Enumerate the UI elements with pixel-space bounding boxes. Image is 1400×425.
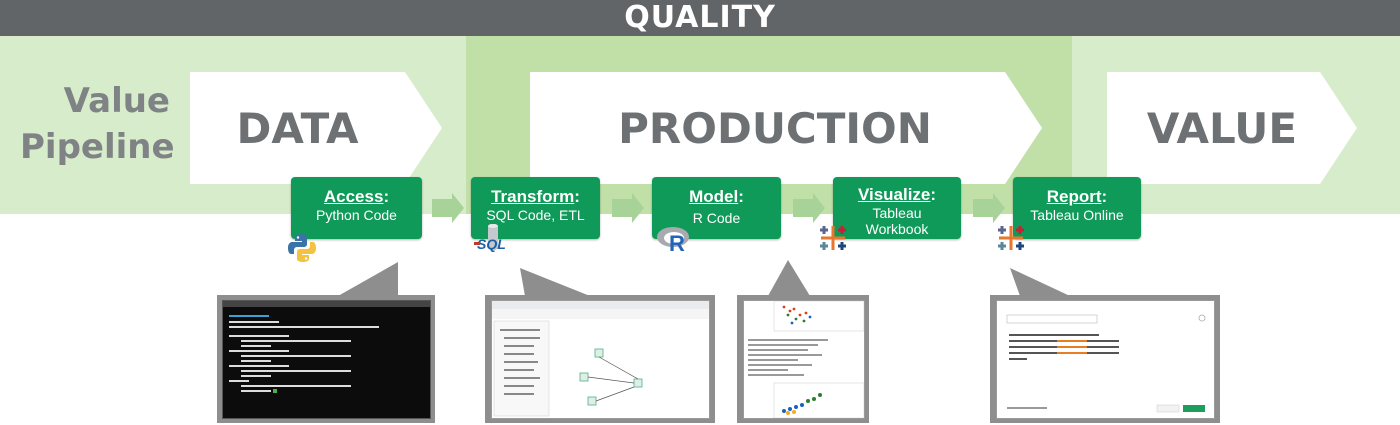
callout-pointer xyxy=(338,262,398,296)
sql-icon: SQL xyxy=(474,224,506,252)
chevron-value xyxy=(1107,72,1357,184)
step-report-title: Report xyxy=(1046,187,1102,206)
stage-label-value: VALUE xyxy=(1146,104,1298,153)
python-code-lines xyxy=(223,301,430,393)
step-model-sub: R Code xyxy=(692,210,741,226)
callout-pointer xyxy=(520,268,590,296)
step-access-title: Access xyxy=(323,187,384,206)
python-icon xyxy=(288,234,316,262)
quality-title: QUALITY xyxy=(624,0,776,35)
stage-label-data: DATA xyxy=(236,104,359,153)
step-transform-sub: SQL Code, ETL xyxy=(486,207,585,223)
value-pipeline-line1: Value xyxy=(63,81,170,121)
callout-pointer xyxy=(768,260,810,296)
svg-text:SQL: SQL xyxy=(477,236,506,252)
r-output-plots xyxy=(748,301,864,418)
arrow-icon xyxy=(973,193,1005,223)
tableau-calc-editor xyxy=(1006,314,1206,413)
python-code-screenshot xyxy=(222,300,431,419)
callout-pointer xyxy=(1010,268,1070,296)
tableau-icon xyxy=(998,226,1024,250)
tableau-calc-screenshot xyxy=(996,300,1215,419)
chevron-production xyxy=(530,72,1042,184)
step-report: Report: Tableau Online xyxy=(1013,177,1141,239)
step-visualize-title: Visualize xyxy=(857,185,931,204)
step-transform: Transform: SQL Code, ETL xyxy=(471,177,600,239)
step-visualize-sub2: Workbook xyxy=(865,221,929,237)
callout-frame-report xyxy=(990,295,1220,423)
chevron-data xyxy=(190,72,442,184)
etl-tool-screenshot xyxy=(491,300,710,419)
arrow-icon xyxy=(432,193,464,223)
r-icon: R xyxy=(657,227,689,256)
callout-frame-sql xyxy=(485,295,715,423)
etl-diagram xyxy=(492,301,709,417)
quality-header-bar xyxy=(0,0,1400,36)
arrow-icon xyxy=(612,193,644,223)
step-transform-title: Transform xyxy=(491,187,575,206)
step-visualize: Visualize: Tableau Workbook xyxy=(833,177,961,239)
value-pipeline-line2: Pipeline xyxy=(20,127,175,167)
arrow-icon xyxy=(793,193,825,223)
step-report-sub: Tableau Online xyxy=(1030,207,1124,223)
value-pipeline-label: Value Pipeline xyxy=(20,78,175,170)
step-access-sub: Python Code xyxy=(316,207,397,223)
step-visualize-sub1: Tableau xyxy=(872,205,922,221)
stage-label-production: PRODUCTION xyxy=(618,104,932,153)
callout-frame-r xyxy=(737,295,869,423)
tableau-icon xyxy=(820,226,846,250)
callout-frame-python xyxy=(217,295,435,423)
r-output-screenshot xyxy=(743,300,865,419)
step-model-title: Model xyxy=(689,187,739,206)
step-access: Access: Python Code xyxy=(291,177,422,239)
svg-text:R: R xyxy=(669,231,685,256)
